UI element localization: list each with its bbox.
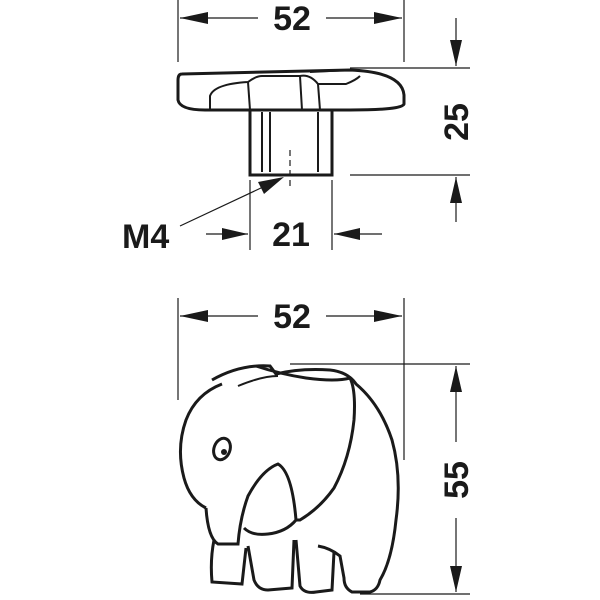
knob-side-view: [176, 68, 406, 186]
knob-cap-detail-2: [247, 69, 351, 111]
dimension-base-width-label: 21: [272, 216, 310, 254]
elephant-front-legs: [209, 539, 336, 594]
dimension-top-width-label: 52: [273, 0, 311, 38]
dimension-height: 25: [350, 18, 476, 222]
knob-stem-detail: [261, 112, 319, 172]
dimension-bottom-height: 55: [290, 363, 476, 595]
dimension-bottom-height-label: 55: [438, 461, 476, 499]
dimension-top-width: 52: [177, 0, 405, 62]
elephant-eye: [212, 436, 232, 462]
elephant-body-outline: [211, 364, 400, 594]
elephant-head: [179, 382, 223, 510]
knob-cap-outline: [176, 68, 406, 112]
knob-cap-detail: [209, 74, 361, 110]
elephant-ear: [255, 364, 356, 522]
elephant-forehead-detail: [237, 375, 279, 387]
dimension-bottom-width-label: 52: [273, 298, 311, 336]
dimension-base-width: 21: [206, 180, 382, 254]
elephant-front-view: [179, 364, 400, 594]
thread-callout-label: M4: [122, 218, 169, 256]
knob-stem: [248, 110, 334, 177]
elephant-pupil: [221, 449, 227, 455]
thread-callout: M4: [122, 177, 284, 256]
dimension-bottom-width: 52: [177, 298, 405, 460]
dimension-height-label: 25: [438, 103, 476, 141]
elephant-trunk: [204, 462, 298, 546]
